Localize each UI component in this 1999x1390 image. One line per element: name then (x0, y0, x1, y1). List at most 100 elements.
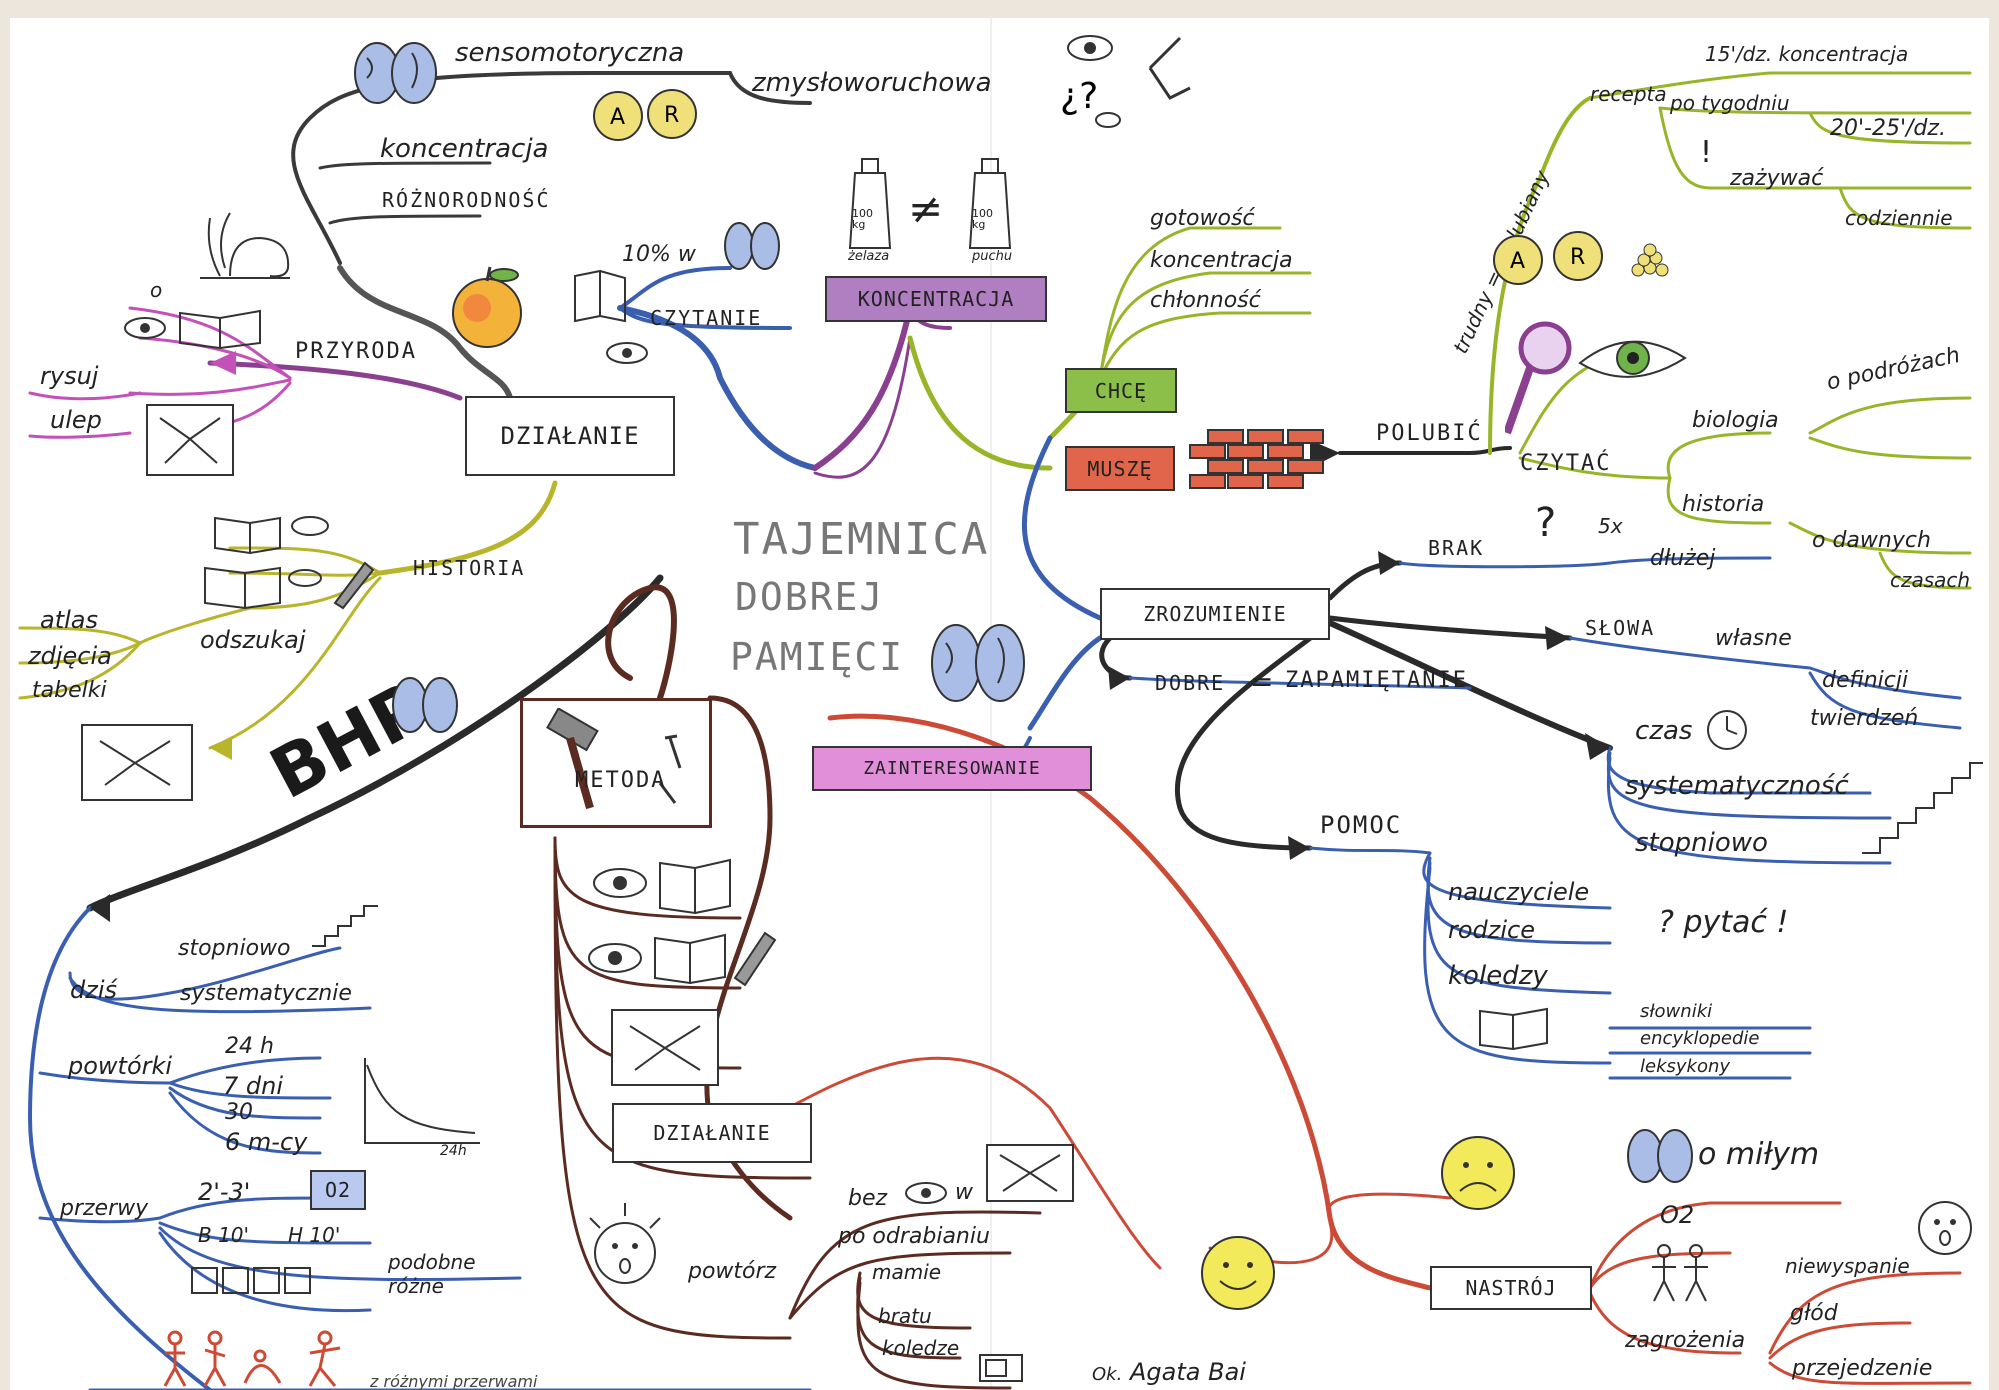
label-codziennie: codziennie (1845, 206, 1953, 230)
mindmap-sketch-icon-2 (81, 724, 193, 801)
label-historia: HISTORIA (413, 556, 526, 580)
label-equals: = (1250, 665, 1274, 698)
label-pomoc: POMOC (1320, 811, 1403, 839)
node-musze: MUSZĘ (1065, 446, 1175, 491)
label-o-dawnych: o dawnych (1812, 528, 1931, 553)
brain-icon-center (931, 624, 1025, 702)
label-zdjecia: zdjęcia (28, 642, 112, 670)
branch-czytanie (617, 305, 818, 471)
title-line-3: PAMIĘCI (730, 635, 905, 679)
forgetting-curve-icon (364, 1058, 480, 1144)
label-zainteresowanie: ZAINTERESOWANIE (863, 758, 1041, 779)
svg-text:¿?: ¿? (1060, 76, 1098, 117)
label-question: ? (1535, 500, 1557, 546)
node-koncentracja: KONCENTRACJA (825, 276, 1047, 322)
eye-icon-czytanie (606, 342, 648, 364)
label-author-prefix: Ok. (1092, 1364, 1123, 1385)
label-zelaza: żelaza (848, 249, 890, 264)
label-polubic: POLUBIĆ (1376, 421, 1483, 446)
brain-icon (354, 42, 437, 104)
label-atlas: atlas (40, 606, 98, 634)
label-odszukaj: odszukaj (200, 626, 306, 654)
label-niewyspanie: niewyspanie (1785, 1254, 1910, 1278)
label-czasach: czasach (1890, 568, 1971, 592)
label-pytac: ? pytać ! (1658, 905, 1789, 940)
label-slowniki: słowniki (1640, 1001, 1713, 1022)
label-dobre: DOBRE (1155, 671, 1226, 695)
label-zmysloworuchowa: zmysłoworuchowa (752, 68, 992, 98)
label-czytanie: CZYTANIE (650, 306, 763, 330)
apple-icon (452, 266, 522, 348)
label-przejedzenie: przejedzenie (1792, 1356, 1933, 1381)
label-koncentracja-chce: koncentracja (1150, 248, 1293, 273)
brain-icon-czytanie (724, 222, 780, 270)
senses-icons: ¿? (1060, 35, 1191, 128)
label-6mcy: 6 m-cy (225, 1128, 308, 1156)
mind-map-sheet: TAJEMNICA DOBREJ PAMIĘCI sensomotoryczna… (10, 18, 1989, 1390)
coins-icon-right: A R (1493, 231, 1669, 285)
label-czas: czas (1635, 716, 1693, 746)
surprised-face-icon (589, 1203, 661, 1284)
svg-text:R: R (1570, 245, 1585, 270)
brain-icon-nastroj (1627, 1129, 1693, 1183)
brick-wall-icon (1189, 429, 1324, 489)
label-w: w (955, 1180, 973, 1205)
label-b10: B 10' (198, 1223, 250, 1247)
page-fold (990, 18, 992, 1390)
label-author: Agata Bai (1130, 1358, 1246, 1386)
snail-icon (200, 212, 290, 279)
book-eye-pencil-icon (204, 516, 375, 610)
squares-icon (191, 1267, 311, 1294)
label-zazywac: zażywać (1730, 166, 1824, 191)
label-przyroda: PRZYRODA (295, 339, 417, 364)
label-mamie: mamie (872, 1260, 942, 1284)
label-rodzice: rodzice (1448, 916, 1536, 944)
eye-icon-metoda (905, 1182, 947, 1204)
label-dzis: dziś (70, 976, 118, 1004)
label-nastroj: NASTRÓJ (1465, 1276, 1557, 1300)
label-bez: bez (848, 1186, 888, 1211)
label-stopniowo-right: stopniowo (1635, 828, 1768, 858)
clock-icon (1707, 710, 1747, 750)
branch-historia (377, 480, 558, 576)
label-musze: MUSZĘ (1087, 456, 1153, 481)
label-podobne: podobne (388, 1250, 476, 1274)
exercise-figures-icon (163, 1330, 341, 1387)
label-graph-24h: 24h (440, 1143, 467, 1159)
mindmap-sketch-icon-small (986, 1144, 1074, 1202)
branch-bhp (86, 574, 664, 912)
mindmap-sketch-icon (146, 404, 234, 476)
branch-koncentracja-top (318, 161, 492, 170)
label-koledzy: koledzy (1448, 961, 1548, 991)
branch-musze (1022, 435, 1103, 621)
mindmap-sketch-icon-metoda (611, 1009, 719, 1086)
label-o: o (150, 278, 163, 302)
label-historia-right: historia (1682, 492, 1765, 517)
weights-icon (848, 158, 1012, 249)
label-dzialanie-metoda: DZIAŁANIE (653, 1121, 771, 1145)
label-encyklopedie: encyklopedie (1640, 1028, 1760, 1049)
label-5x: 5x (1598, 514, 1623, 538)
label-zapamietanie: ZAPAMIĘTANIE (1285, 668, 1468, 693)
label-24h: 24 h (225, 1034, 274, 1059)
label-sensomotoryczna: sensomotoryczna (455, 38, 685, 68)
label-po-odrabianiu: po odrabianiu (838, 1224, 990, 1249)
label-powtorz: powtórz (688, 1259, 777, 1284)
branch-metoda (605, 584, 677, 701)
label-neq: ≠ (908, 184, 944, 233)
label-o2-left: O2 (324, 1178, 352, 1202)
magnifier-eye-icon (1505, 321, 1687, 435)
node-zrozumienie: ZROZUMIENIE (1100, 588, 1330, 640)
label-przerwy: przerwy (60, 1196, 149, 1221)
node-dzialanie-metoda: DZIAŁANIE (612, 1103, 812, 1163)
title-line-2: DOBREJ (735, 575, 885, 619)
label-exclamation: ! (1700, 135, 1713, 170)
label-o2-nastroj: O2 (1660, 1201, 1695, 1229)
title-line-1: TAJEMNICA (733, 514, 990, 565)
node-zainteresowanie: ZAINTERESOWANIE (812, 746, 1092, 791)
label-zrozumienie: ZROZUMIENIE (1143, 602, 1287, 626)
people-icon (1652, 1244, 1708, 1302)
eye-book-icon-metoda-1 (593, 858, 731, 915)
label-po-tygodniu: po tygodniu (1670, 91, 1790, 115)
label-biologia: biologia (1692, 408, 1779, 433)
